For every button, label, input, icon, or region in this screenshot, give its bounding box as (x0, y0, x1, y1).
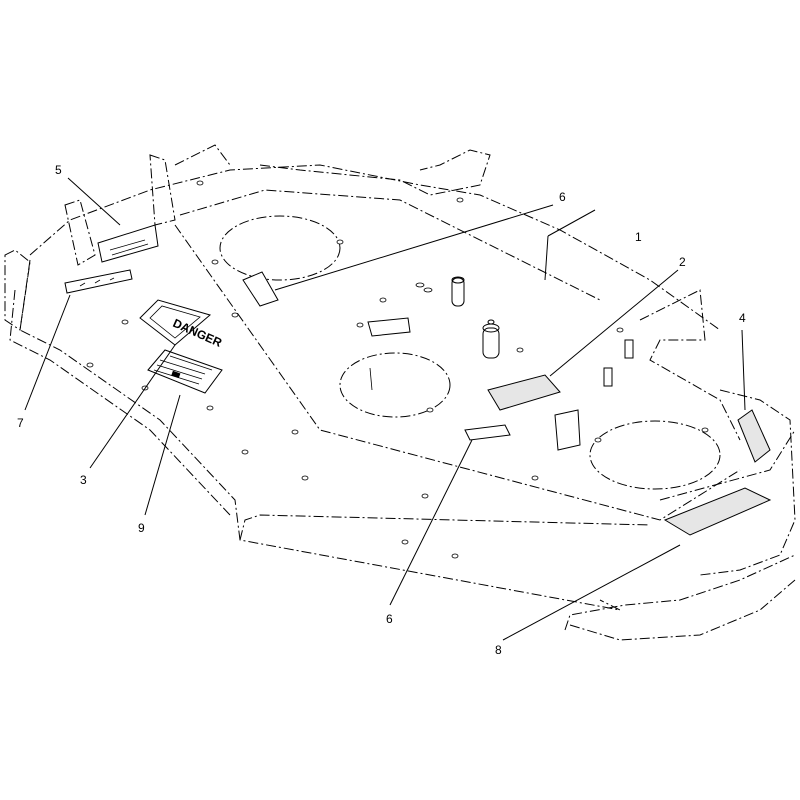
spindle-opening-left-rear (219, 215, 341, 281)
decal-6-upper (242, 271, 279, 307)
leader-6-upper (274, 204, 554, 291)
leader-lines (24, 177, 746, 641)
leader-7 (24, 294, 71, 411)
callout-4: 4 (739, 311, 746, 325)
callout-6-upper: 6 (559, 190, 566, 204)
spindle-opening-right (589, 420, 721, 490)
leader-6-lower (389, 439, 473, 606)
deck-hardware (367, 276, 634, 451)
callout-2: 2 (679, 255, 686, 269)
leader-5 (67, 177, 121, 226)
leader-4 (741, 329, 746, 411)
leader-3 (89, 344, 176, 469)
leader-9 (144, 394, 181, 516)
decal-6-lower (464, 424, 511, 441)
decal-2 (487, 374, 561, 411)
spindle-opening-center (339, 352, 451, 418)
decal-7 (64, 269, 133, 294)
danger-decal-3: DANGER (139, 299, 224, 350)
decal-4 (737, 409, 771, 463)
callout-8: 8 (495, 643, 502, 657)
leader-1 (547, 209, 596, 237)
leader-8 (502, 544, 681, 641)
leader-2 (549, 269, 679, 377)
callout-labels: 1 2 3 4 5 6 6 7 8 9 (17, 163, 746, 657)
deck-outline (4, 144, 796, 641)
callout-6-lower: 6 (386, 612, 393, 626)
callout-3: 3 (80, 473, 87, 487)
decal-5 (97, 224, 159, 263)
callout-1: 1 (635, 230, 642, 244)
mounting-holes (86, 180, 709, 559)
callout-7: 7 (17, 416, 24, 430)
callout-5: 5 (55, 163, 62, 177)
callout-9: 9 (138, 521, 145, 535)
decal-8 (663, 487, 772, 536)
spindle-openings (219, 215, 721, 490)
instruction-decal-9 (147, 349, 223, 394)
